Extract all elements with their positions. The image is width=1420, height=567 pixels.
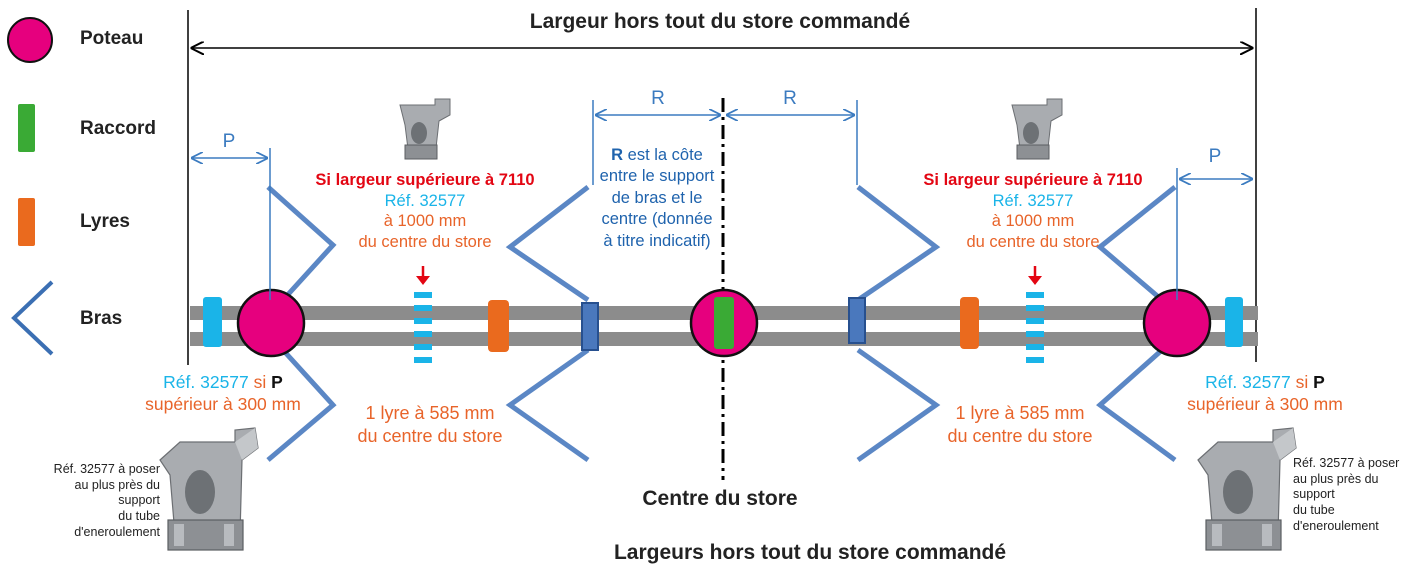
bras-support	[848, 297, 866, 344]
legend-bras-label: Bras	[80, 308, 123, 329]
support-bracket-image-bottom-right	[1197, 427, 1297, 551]
p-label-right: P	[1208, 146, 1222, 167]
center-label: Centre du store	[642, 487, 798, 510]
bottom-note-right: Réf. 32577 à poser au plus près du suppo…	[1293, 456, 1419, 534]
lyre-note-line2: du centre du store	[357, 425, 503, 446]
lyre-note-line1: 1 lyre à 585 mm	[365, 403, 495, 423]
support-bracket-image-top-right	[1011, 98, 1063, 160]
bottom-note-line2: au plus près du support	[1293, 471, 1379, 502]
optional-support-left	[414, 292, 432, 363]
support-bracket-image-top-left	[399, 98, 451, 160]
poteau-left	[236, 288, 306, 358]
support-note-left: Si largeur supérieure à 7110 Réf. 32577 …	[300, 170, 550, 253]
title-top: Largeur hors tout du store commandé	[529, 10, 911, 33]
p-note-si: si	[1290, 372, 1314, 392]
bottom-note-line2: au plus près du support	[74, 477, 160, 508]
lyre	[960, 297, 979, 349]
legend-poteau-icon	[7, 17, 53, 63]
bras-arm	[266, 348, 337, 462]
p-note-line2: supérieur à 300 mm	[1187, 393, 1343, 414]
raccord	[714, 297, 734, 349]
bras-arms	[266, 185, 1177, 463]
p-note-right: Réf. 32577 si P supérieur à 300 mm	[1180, 372, 1350, 416]
support-ref: Réf. 32577	[992, 191, 1074, 210]
bottom-note-line3: du tube d'eneroulement	[1293, 502, 1379, 533]
bras-arm	[856, 347, 941, 463]
legend-bras-icon	[11, 280, 54, 356]
p-note-si: si	[248, 372, 272, 392]
r-note-text: est la côte entre le support de bras et …	[599, 146, 715, 250]
support-from-center: du centre du store	[966, 232, 1100, 251]
legend-raccord-label: Raccord	[80, 118, 157, 139]
p-note-left: Réf. 32577 si P supérieur à 300 mm	[138, 372, 308, 416]
bras-arm	[1096, 185, 1177, 302]
bottom-note-line3: du tube d'eneroulement	[74, 508, 160, 539]
lyre-note-right: 1 lyre à 585 mm du centre du store	[920, 402, 1120, 447]
p-note-ref: Réf. 32577	[163, 372, 249, 392]
bras-arm	[266, 185, 337, 302]
bras-arm	[1096, 348, 1177, 463]
bras-arm	[856, 185, 941, 303]
lyre-note-line1: 1 lyre à 585 mm	[955, 403, 1085, 423]
support-warning: Si largeur supérieure à 7110	[315, 171, 535, 189]
p-note-letter: P	[1313, 372, 1325, 392]
lyre	[488, 300, 509, 352]
legend-poteau-label: Poteau	[80, 28, 144, 49]
support-note-right: Si largeur supérieure à 7110 Réf. 32577 …	[908, 170, 1158, 253]
r-label-left: R	[651, 88, 665, 109]
optional-support-right	[1026, 292, 1044, 363]
bottom-note-line1: Réf. 32577 à poser	[1293, 456, 1400, 470]
bottom-note-left: Réf. 32577 à poser au plus près du suppo…	[40, 462, 160, 540]
red-down-arrow	[1028, 266, 1042, 285]
support-distance: à 1000 mm	[383, 212, 467, 231]
lyre-note-line2: du centre du store	[947, 425, 1093, 446]
red-down-arrow	[416, 266, 430, 285]
r-note: R est la côte entre le support de bras e…	[598, 145, 716, 252]
legend-raccord-icon	[18, 104, 35, 152]
support-distance: à 1000 mm	[991, 212, 1075, 231]
support-warning: Si largeur supérieure à 7110	[923, 171, 1143, 189]
r-note-letter: R	[611, 146, 624, 164]
lyre-note-left: 1 lyre à 585 mm du centre du store	[330, 402, 530, 447]
bras-support	[581, 302, 599, 351]
bras-arm	[505, 347, 590, 463]
edge-support	[1225, 297, 1243, 347]
edge-support	[203, 297, 222, 347]
bottom-note-line1: Réf. 32577 à poser	[53, 462, 160, 476]
p-label-left: P	[222, 131, 236, 152]
r-label-right: R	[783, 88, 797, 109]
p-note-line2: supérieur à 300 mm	[145, 393, 301, 414]
legend-lyres-icon	[18, 198, 35, 246]
support-ref: Réf. 32577	[384, 191, 466, 210]
bras-arm	[505, 185, 590, 303]
title-bottom: Largeurs hors tout du store commandé	[613, 541, 1007, 564]
support-from-center: du centre du store	[358, 232, 492, 251]
support-bracket-image-bottom-left	[159, 427, 259, 551]
legend-lyres-label: Lyres	[80, 211, 130, 232]
p-note-ref: Réf. 32577	[1205, 372, 1291, 392]
p-note-letter: P	[271, 372, 283, 392]
